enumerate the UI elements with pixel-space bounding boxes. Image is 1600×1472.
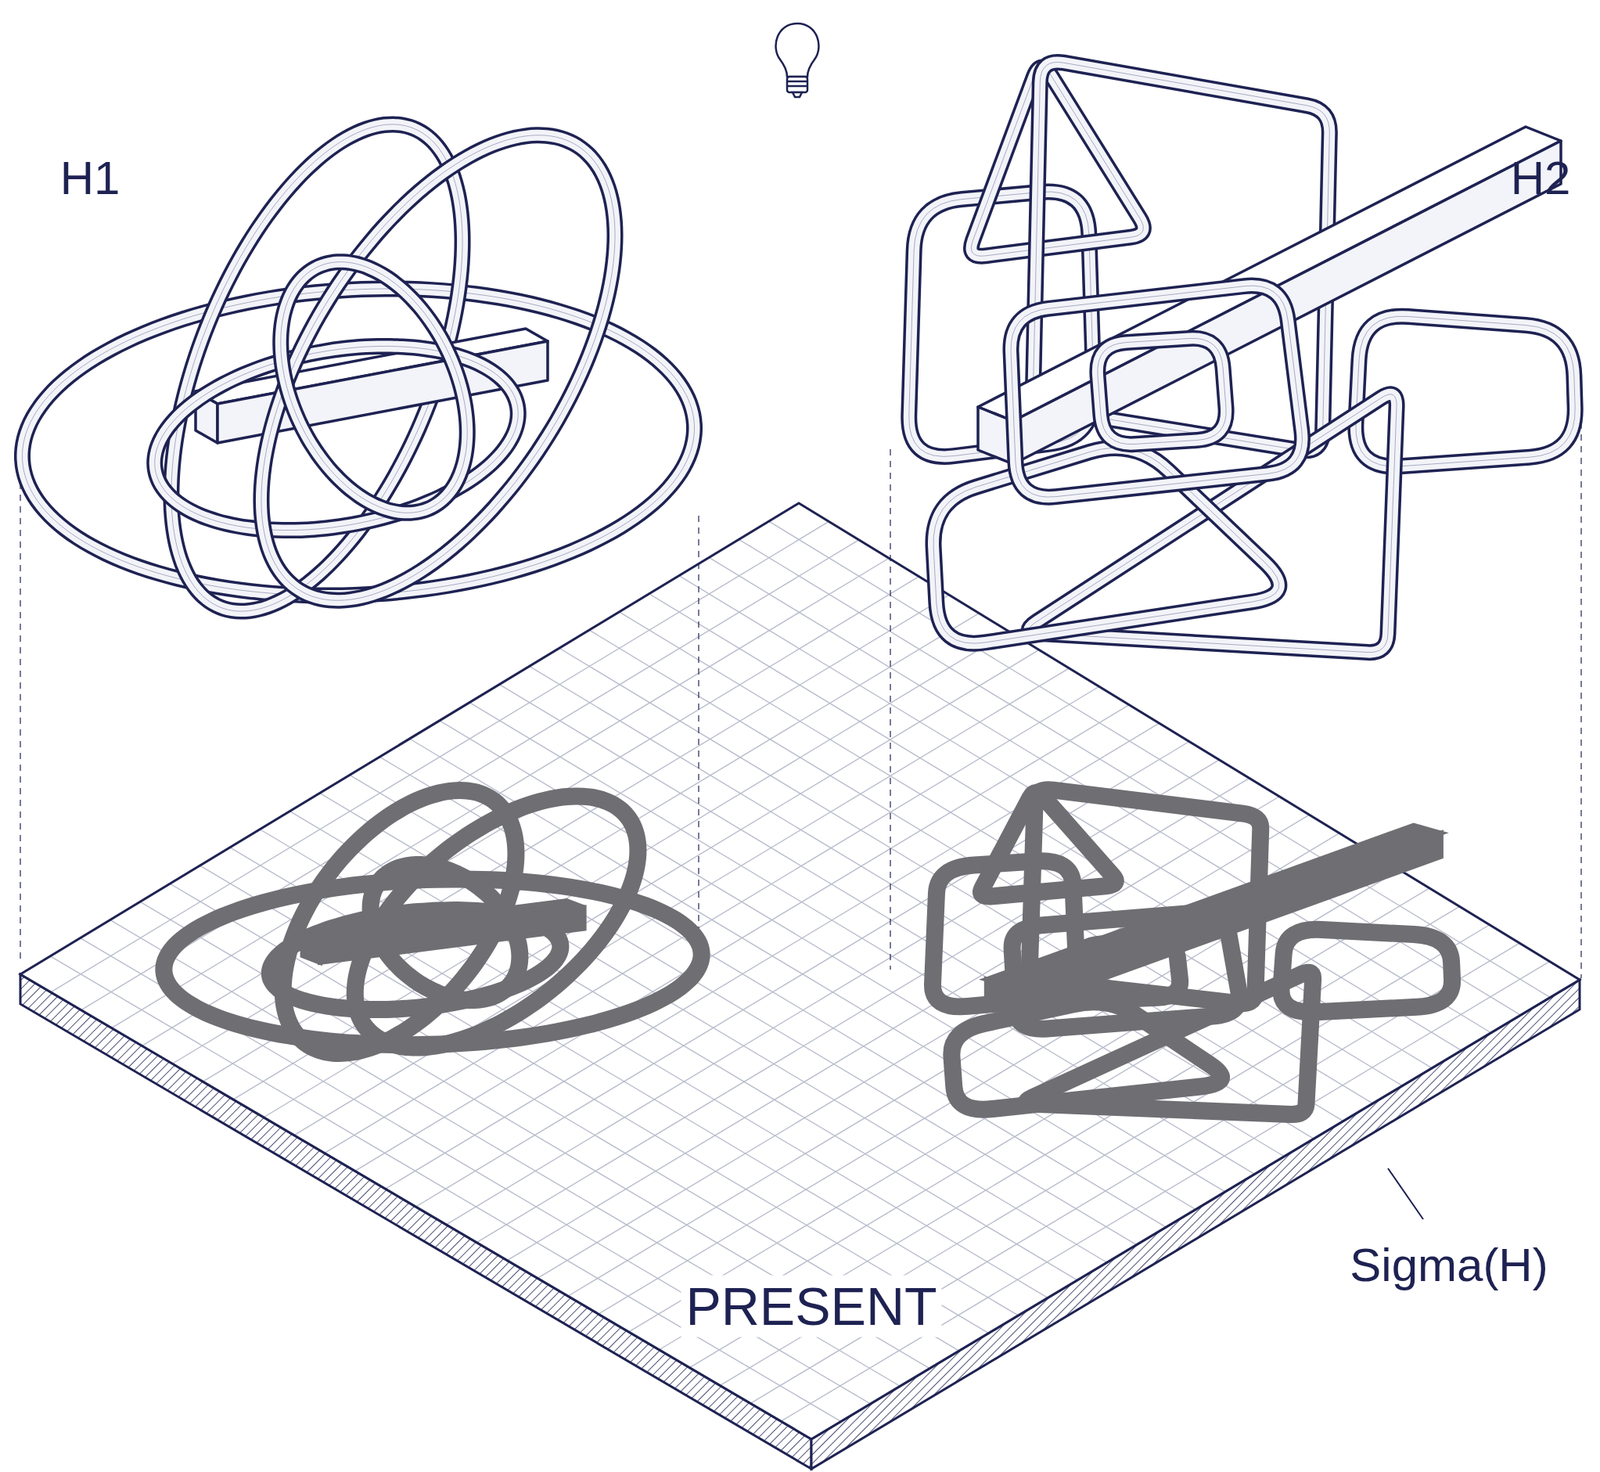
tube-outline — [970, 67, 1144, 256]
knot-h1-shadow — [163, 790, 702, 1054]
dashed-line — [889, 449, 892, 970]
grid-line — [50, 956, 842, 1422]
tube — [261, 135, 615, 601]
shadow-beam — [320, 907, 585, 963]
knot-h2 — [909, 61, 1575, 652]
tube-centerline — [1010, 285, 1302, 497]
tube-body — [261, 135, 615, 601]
tube-body — [1010, 285, 1302, 497]
bulb-glass — [776, 23, 820, 77]
label: H1 — [55, 151, 126, 206]
shadow-beam — [986, 825, 1442, 988]
label: H2 — [1506, 151, 1576, 206]
tube-body — [1097, 337, 1227, 444]
dashed-line — [1580, 387, 1583, 978]
light-bulb — [776, 23, 820, 98]
shadow-beam — [986, 979, 1014, 1011]
tube-centerline — [1097, 337, 1227, 444]
bulb-base — [787, 76, 808, 93]
label: PRESENT — [680, 1275, 942, 1338]
tube — [280, 262, 468, 514]
tube-centerline — [261, 135, 615, 601]
tube-outline — [280, 262, 468, 514]
bulb-tip — [792, 92, 802, 98]
bulb-thread — [787, 85, 808, 88]
tube-body — [280, 262, 468, 514]
tube — [970, 67, 1144, 256]
grid-line — [780, 961, 1550, 1422]
shadow-beam — [302, 934, 320, 963]
grid-line — [476, 777, 1250, 1242]
dashed-line — [19, 459, 22, 960]
tube — [1010, 285, 1302, 497]
bulb-thread — [787, 80, 808, 83]
shadow-beam — [1013, 833, 1442, 1011]
knot-h1 — [21, 124, 694, 612]
tube-body — [970, 67, 1144, 256]
grid-line — [445, 759, 1219, 1225]
tube-outline — [1097, 337, 1227, 444]
tube-centerline — [970, 67, 1144, 256]
leader-line — [1387, 1168, 1424, 1219]
shadow-tube — [981, 792, 1116, 897]
objects — [21, 61, 1575, 652]
knot-h2-shadow — [932, 789, 1453, 1115]
grid-line — [506, 796, 1280, 1261]
grid-line — [169, 883, 960, 1351]
tube-centerline — [280, 262, 468, 514]
label: Sigma(H) — [1344, 1237, 1553, 1293]
tube — [1097, 337, 1227, 444]
grid-line — [618, 611, 1403, 1086]
shadows — [163, 789, 1453, 1115]
dashed-line — [697, 515, 700, 960]
tube-outline — [1010, 285, 1302, 497]
beam-face — [977, 126, 1561, 421]
grid-line — [537, 814, 1310, 1278]
tube-outline — [261, 135, 615, 601]
